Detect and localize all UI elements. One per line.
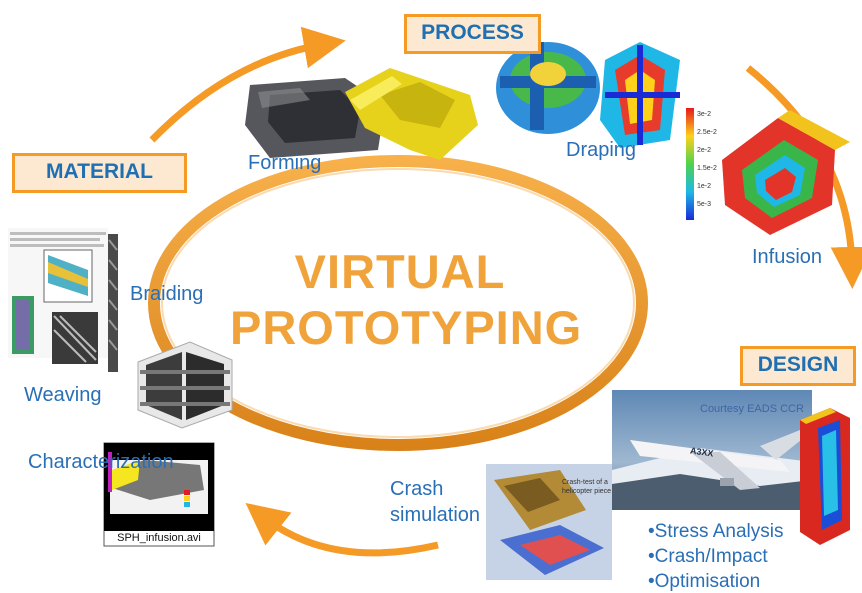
- svg-text:Crash-test of a: Crash-test of a: [562, 479, 608, 486]
- design-bullet-stress: •Stress Analysis: [648, 521, 784, 542]
- braiding-label: Braiding: [130, 283, 204, 305]
- draping-image: 3e-2 2.5e-2 2e-2 1.5e-2 1e-2 5e-3: [496, 42, 717, 220]
- draping-legend-bar: [686, 108, 694, 220]
- draping-label: Draping: [566, 139, 637, 161]
- prototyping-ring: [148, 155, 648, 451]
- forming-image: [245, 68, 478, 160]
- design-component-image: [800, 408, 850, 545]
- design-box: DESIGN: [740, 346, 856, 386]
- svg-text:5e-3: 5e-3: [697, 201, 711, 208]
- video-caption[interactable]: SPH_infusion.avi: [117, 532, 201, 544]
- design-bullet-optimisation: •Optimisation: [648, 571, 761, 592]
- arrow-material-to-process: [149, 26, 346, 143]
- crash-label-line-1: Crash: [390, 478, 444, 500]
- title-line-2: PROTOTYPING: [230, 301, 583, 354]
- forming-label: Forming: [248, 152, 322, 174]
- material-box: MATERIAL: [12, 153, 187, 193]
- aircraft-credit: Courtesy EADS CCR: [700, 403, 804, 415]
- svg-text:2.5e-2: 2.5e-2: [697, 129, 717, 136]
- infusion-image: [722, 110, 850, 235]
- title-line-1: VIRTUAL: [294, 245, 506, 298]
- svg-text:3e-2: 3e-2: [697, 111, 711, 118]
- design-bullet-crash: •Crash/Impact: [648, 546, 768, 567]
- weaving-image: [137, 341, 233, 429]
- characterization-video: [103, 442, 215, 547]
- braiding-image: [8, 228, 118, 372]
- characterization-label: Characterization: [28, 451, 174, 473]
- infusion-label: Infusion: [752, 246, 823, 268]
- svg-text:2e-2: 2e-2: [697, 147, 711, 154]
- arrow-design-to-material: [245, 502, 439, 557]
- svg-text:1.5e-2: 1.5e-2: [697, 165, 717, 172]
- crash-image: Crash-test of a helicopter piece: [486, 464, 612, 580]
- weaving-label: Weaving: [24, 384, 102, 406]
- crash-label-line-2: simulation: [390, 504, 481, 526]
- process-box: PROCESS: [404, 14, 541, 54]
- svg-text:1e-2: 1e-2: [697, 183, 711, 190]
- svg-text:helicopter piece: helicopter piece: [562, 488, 611, 495]
- aircraft-image: [612, 390, 812, 510]
